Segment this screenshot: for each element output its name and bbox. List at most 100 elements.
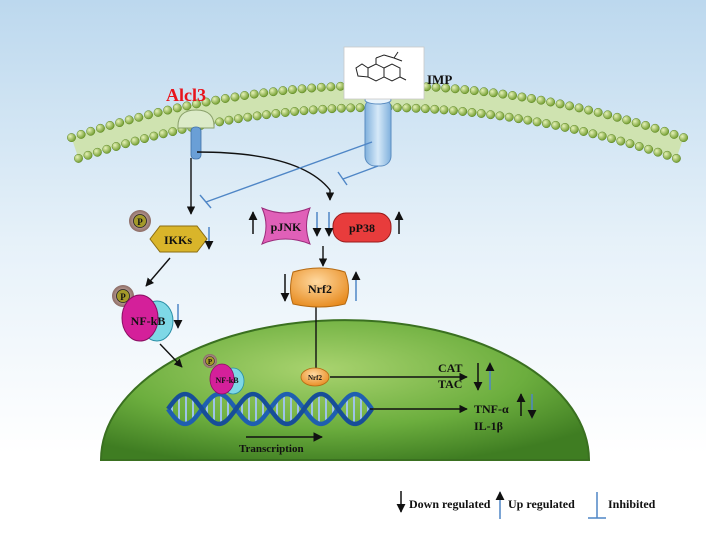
- membrane-bead: [625, 139, 635, 149]
- membrane-bead: [588, 129, 598, 139]
- membrane-bead: [560, 122, 570, 132]
- membrane-bead: [660, 126, 670, 136]
- dna-helix: [166, 391, 374, 427]
- membrane-bead: [67, 133, 76, 143]
- membrane-bead: [607, 134, 616, 144]
- legend: Down regulated Up regulated Inhibited: [394, 486, 694, 526]
- membrane-bead: [439, 105, 449, 115]
- il1b-label: IL-1β: [474, 419, 503, 433]
- membrane-bead: [498, 89, 508, 99]
- membrane-bead: [201, 97, 211, 107]
- membrane-bead: [669, 129, 679, 139]
- imp-transporter: [364, 95, 392, 167]
- membrane-bead: [523, 115, 533, 125]
- tac-label: TAC: [438, 377, 462, 391]
- membrane-bead: [280, 108, 290, 117]
- membrane-bead: [230, 92, 240, 102]
- membrane-bead: [546, 97, 556, 107]
- legend-inhibited-label: Inhibited: [608, 497, 656, 511]
- membrane-bead: [441, 83, 451, 93]
- pjnk-node: pJNK: [261, 207, 311, 245]
- membrane-bead: [130, 136, 140, 146]
- membrane-bead: [634, 142, 644, 151]
- nfkb-nuclear-label: NF-kB: [215, 376, 239, 385]
- membrane-bead: [504, 112, 514, 122]
- membrane-bead: [153, 107, 163, 117]
- membrane-bead: [299, 106, 309, 116]
- membrane-bead: [316, 82, 326, 92]
- nfkb-nuclear-phospho-label: P: [208, 358, 213, 366]
- membrane-bead: [495, 111, 505, 121]
- membrane-bead: [488, 88, 498, 98]
- nrf2-nuclear-label: Nrf2: [308, 374, 322, 382]
- inhibition-lines: [199, 141, 379, 209]
- membrane-bead: [650, 123, 660, 133]
- membrane-bead: [327, 104, 337, 114]
- membrane-bead: [460, 85, 470, 95]
- membrane-bead: [240, 91, 250, 100]
- membrane-bead: [268, 87, 278, 97]
- nfkb-phospho-label: P: [120, 292, 126, 302]
- membrane-bead: [140, 134, 149, 144]
- transcription-label: Transcription: [239, 443, 304, 455]
- membrane-bead: [479, 87, 489, 97]
- legend-up-label: Up regulated: [508, 497, 575, 511]
- membrane-bead: [115, 118, 125, 128]
- membrane-bead: [612, 112, 622, 122]
- regulation-indicators: [173, 211, 537, 419]
- imp-label: IMP: [427, 72, 452, 87]
- membrane-bead: [249, 89, 259, 99]
- nrf2-node: Nrf2: [290, 267, 349, 308]
- membrane-bead: [450, 84, 460, 94]
- alcl3-label: Alcl3: [166, 85, 206, 105]
- membrane-bead: [105, 120, 115, 130]
- membrane-bead: [259, 88, 269, 98]
- nrf2-nuclear-node: Nrf2: [300, 367, 330, 387]
- membrane-bead: [76, 129, 86, 139]
- membrane-bead: [278, 86, 288, 96]
- membrane-bead: [458, 107, 468, 116]
- membrane-bead: [192, 99, 201, 109]
- nfkb-node: P NF-kB: [112, 285, 174, 342]
- membrane-bead: [355, 103, 365, 113]
- membrane-inner-beads: [74, 103, 681, 163]
- ikks-node: P IKKs: [129, 210, 208, 253]
- membrane-bead: [288, 85, 297, 95]
- nrf2-label: Nrf2: [308, 282, 332, 296]
- membrane-bead: [252, 111, 262, 121]
- membrane-bead: [243, 112, 253, 122]
- membrane-bead: [392, 103, 402, 113]
- membrane-bead: [671, 153, 681, 163]
- membrane-bead: [603, 110, 613, 120]
- membrane-bead: [144, 110, 153, 120]
- membrane-bead: [476, 109, 486, 118]
- membrane-bead: [134, 112, 144, 122]
- pp38-node: pP38: [332, 212, 392, 243]
- membrane-bead: [430, 104, 440, 114]
- pjnk-label: pJNK: [271, 220, 302, 234]
- membrane-bead: [308, 105, 318, 115]
- membrane-bead: [172, 103, 182, 113]
- membrane-bead: [527, 94, 536, 103]
- cell-membrane: [67, 81, 689, 163]
- membrane-bead: [641, 120, 651, 130]
- membrane-bead: [616, 136, 626, 146]
- membrane-bead: [224, 115, 234, 125]
- membrane-bead: [593, 107, 603, 117]
- membrane-bead: [508, 91, 517, 100]
- legend-symbols: [396, 491, 606, 519]
- membrane-bead: [74, 153, 83, 163]
- membrane-bead: [215, 117, 225, 127]
- membrane-bead: [346, 103, 356, 113]
- membrane-bead: [532, 117, 542, 127]
- imp-structure: [343, 46, 425, 100]
- membrane-bead: [584, 105, 594, 115]
- membrane-bead: [220, 94, 230, 103]
- membrane-bead: [597, 131, 607, 141]
- membrane-bead: [182, 101, 192, 111]
- membrane-bead: [111, 142, 121, 151]
- tnf-label: TNF-α: [474, 402, 509, 416]
- membrane-bead: [469, 86, 479, 96]
- membrane-bead: [555, 99, 565, 109]
